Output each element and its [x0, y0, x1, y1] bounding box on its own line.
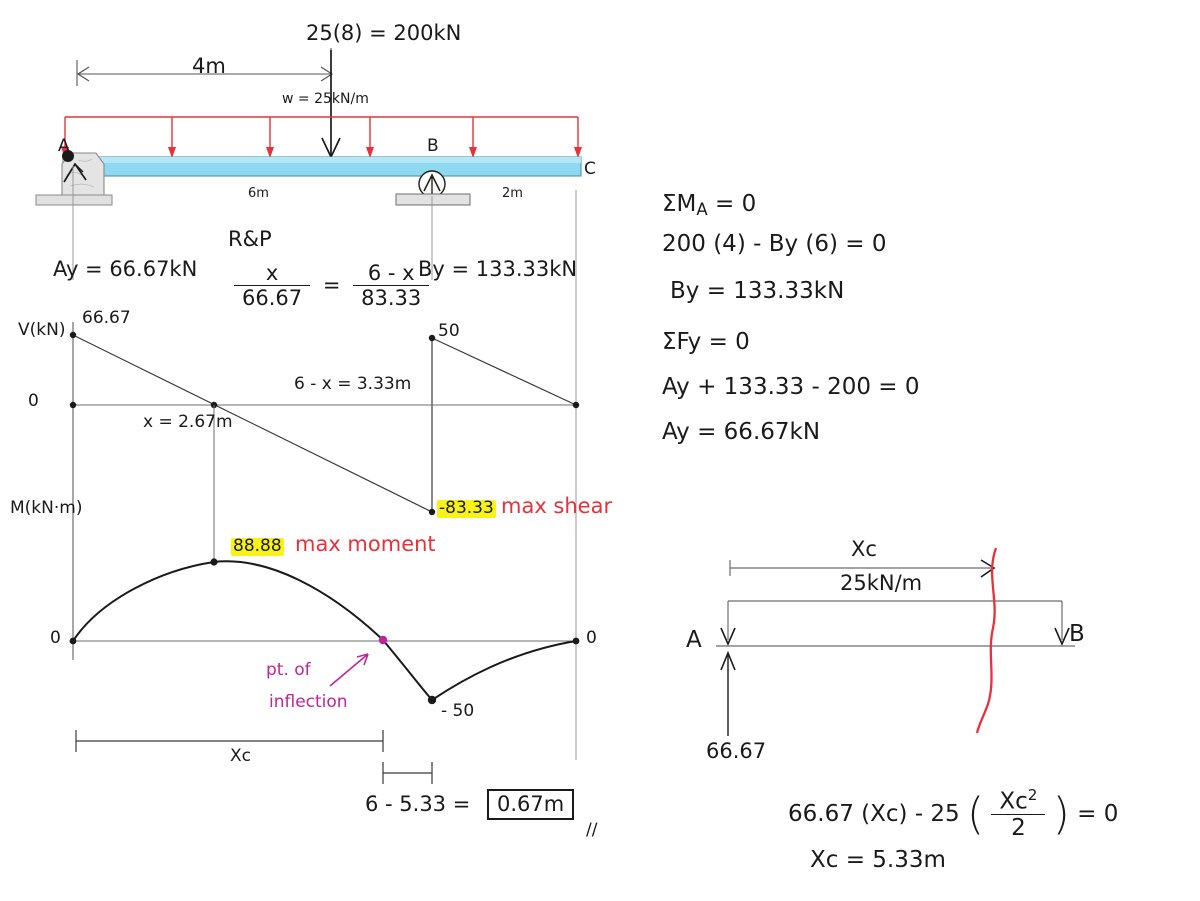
support-a-label: A — [58, 136, 70, 156]
inflection-note-line1: pt. of — [266, 660, 311, 680]
xc-result: Xc = 5.33m — [810, 847, 946, 873]
dimension-xc — [75, 730, 384, 752]
fbd-xc-label: Xc — [851, 537, 877, 561]
span-bc-label: 2m — [502, 186, 523, 201]
xc-equation: 66.67 (Xc) - 25 ( Xc2 2 ) = 0 — [788, 786, 1119, 842]
max-shear-value: -83.33 — [437, 498, 496, 518]
fbd-right-label: B — [1069, 621, 1085, 647]
final-calculation: 6 - 5.33 = — [365, 792, 471, 816]
span-ab-label: 6m — [248, 186, 269, 201]
inflection-note-line2: inflection — [269, 692, 348, 712]
ratio-left-denominator: 66.67 — [242, 286, 303, 311]
ratio-heading: R&P — [228, 227, 272, 251]
udl-arrows — [61, 116, 582, 158]
ratio-right-fraction: 6 - x 83.33 — [353, 262, 430, 311]
ratio-right-numerator: 6 - x — [353, 262, 430, 287]
udl-intensity-label: w = 25kN/m — [282, 91, 369, 107]
sum-moment-symbol: ΣM — [662, 191, 697, 217]
moment-diagram-plot — [69, 558, 580, 705]
moment-zero-right: 0 — [586, 628, 597, 648]
max-shear-note: max shear — [501, 493, 612, 519]
shear-value-right-of-b: 50 — [438, 321, 460, 341]
max-shear-note-text: max shear — [501, 494, 613, 518]
equation-moment-balance: 200 (4) - By (6) = 0 — [662, 231, 887, 257]
final-answer-box: 0.67m — [487, 789, 575, 821]
pin-support-a — [35, 150, 113, 280]
equation-ay-result: Ay = 66.67kN — [662, 419, 821, 445]
equation-by-result: By = 133.33kN — [670, 278, 845, 304]
equation-sum-moment-a: ΣMA = 0 — [662, 192, 756, 219]
reaction-a-label: Ay = 66.67kN — [53, 257, 198, 281]
max-moment-note: max moment — [295, 532, 436, 556]
xc-num-text: Xc — [999, 788, 1028, 815]
beam-body — [62, 156, 582, 177]
moment-axis-label: M(kN·m) — [10, 498, 83, 518]
resultant-load-label: 25(8) = 200kN — [306, 21, 462, 45]
fbd-udl-label: 25kN/m — [840, 571, 923, 595]
equation-sum-fy: ΣFy = 0 — [662, 329, 750, 355]
section-cut-line — [975, 547, 998, 734]
shear-diagram-plot — [69, 322, 580, 660]
dimension-067m — [382, 762, 433, 784]
shear-axis-label: V(kN) — [18, 320, 66, 340]
free-body-diagram — [716, 547, 1075, 736]
xc-equation-prefix: 66.67 (Xc) - 25 — [788, 800, 960, 827]
xc-fraction-numerator: Xc2 — [991, 786, 1046, 816]
ratio-equals: = — [322, 272, 341, 297]
roller-support-b — [395, 170, 471, 280]
reaction-b-label: By = 133.33kN — [418, 257, 578, 281]
ratio-expression: x 66.67 = 6 - x 83.33 — [234, 262, 430, 311]
xc-fraction: Xc2 2 — [991, 786, 1046, 842]
moment-value-at-b: - 50 — [441, 701, 475, 721]
ratio-right-denominator: 83.33 — [361, 286, 422, 311]
xc-close-paren: ) — [1052, 788, 1070, 840]
equation-fy-balance: Ay + 133.33 - 200 = 0 — [662, 374, 920, 400]
dimension-4m-label: 4m — [192, 54, 226, 78]
ratio-left-numerator: x — [234, 262, 311, 287]
xc-equation-suffix: = 0 — [1077, 800, 1119, 827]
shear-remaining-length-label: 6 - x = 3.33m — [294, 374, 412, 394]
end-c-label: C — [584, 159, 596, 179]
moment-zero-left: 0 — [50, 628, 61, 648]
support-b-label: B — [427, 136, 439, 156]
xc-open-paren: ( — [967, 788, 985, 840]
qed-mark: // — [586, 820, 598, 840]
shear-x-zero-crossing-label: x = 2.67m — [143, 412, 233, 432]
shear-zero-label: 0 — [28, 391, 39, 411]
fbd-reaction-label: 66.67 — [706, 739, 767, 763]
ratio-left-fraction: x 66.67 — [234, 262, 311, 311]
max-moment-value: 88.88 — [231, 536, 284, 556]
fbd-left-label: A — [686, 627, 702, 653]
xc-num-exponent: 2 — [1027, 786, 1038, 804]
shear-value-at-a: 66.67 — [82, 308, 131, 328]
sum-moment-subscript: A — [696, 200, 708, 220]
xc-dimension-label: Xc — [230, 746, 251, 766]
sum-moment-equals: = 0 — [715, 191, 757, 217]
xc-dimension-text: Xc — [230, 746, 251, 766]
xc-fraction-denominator: 2 — [1011, 815, 1026, 842]
